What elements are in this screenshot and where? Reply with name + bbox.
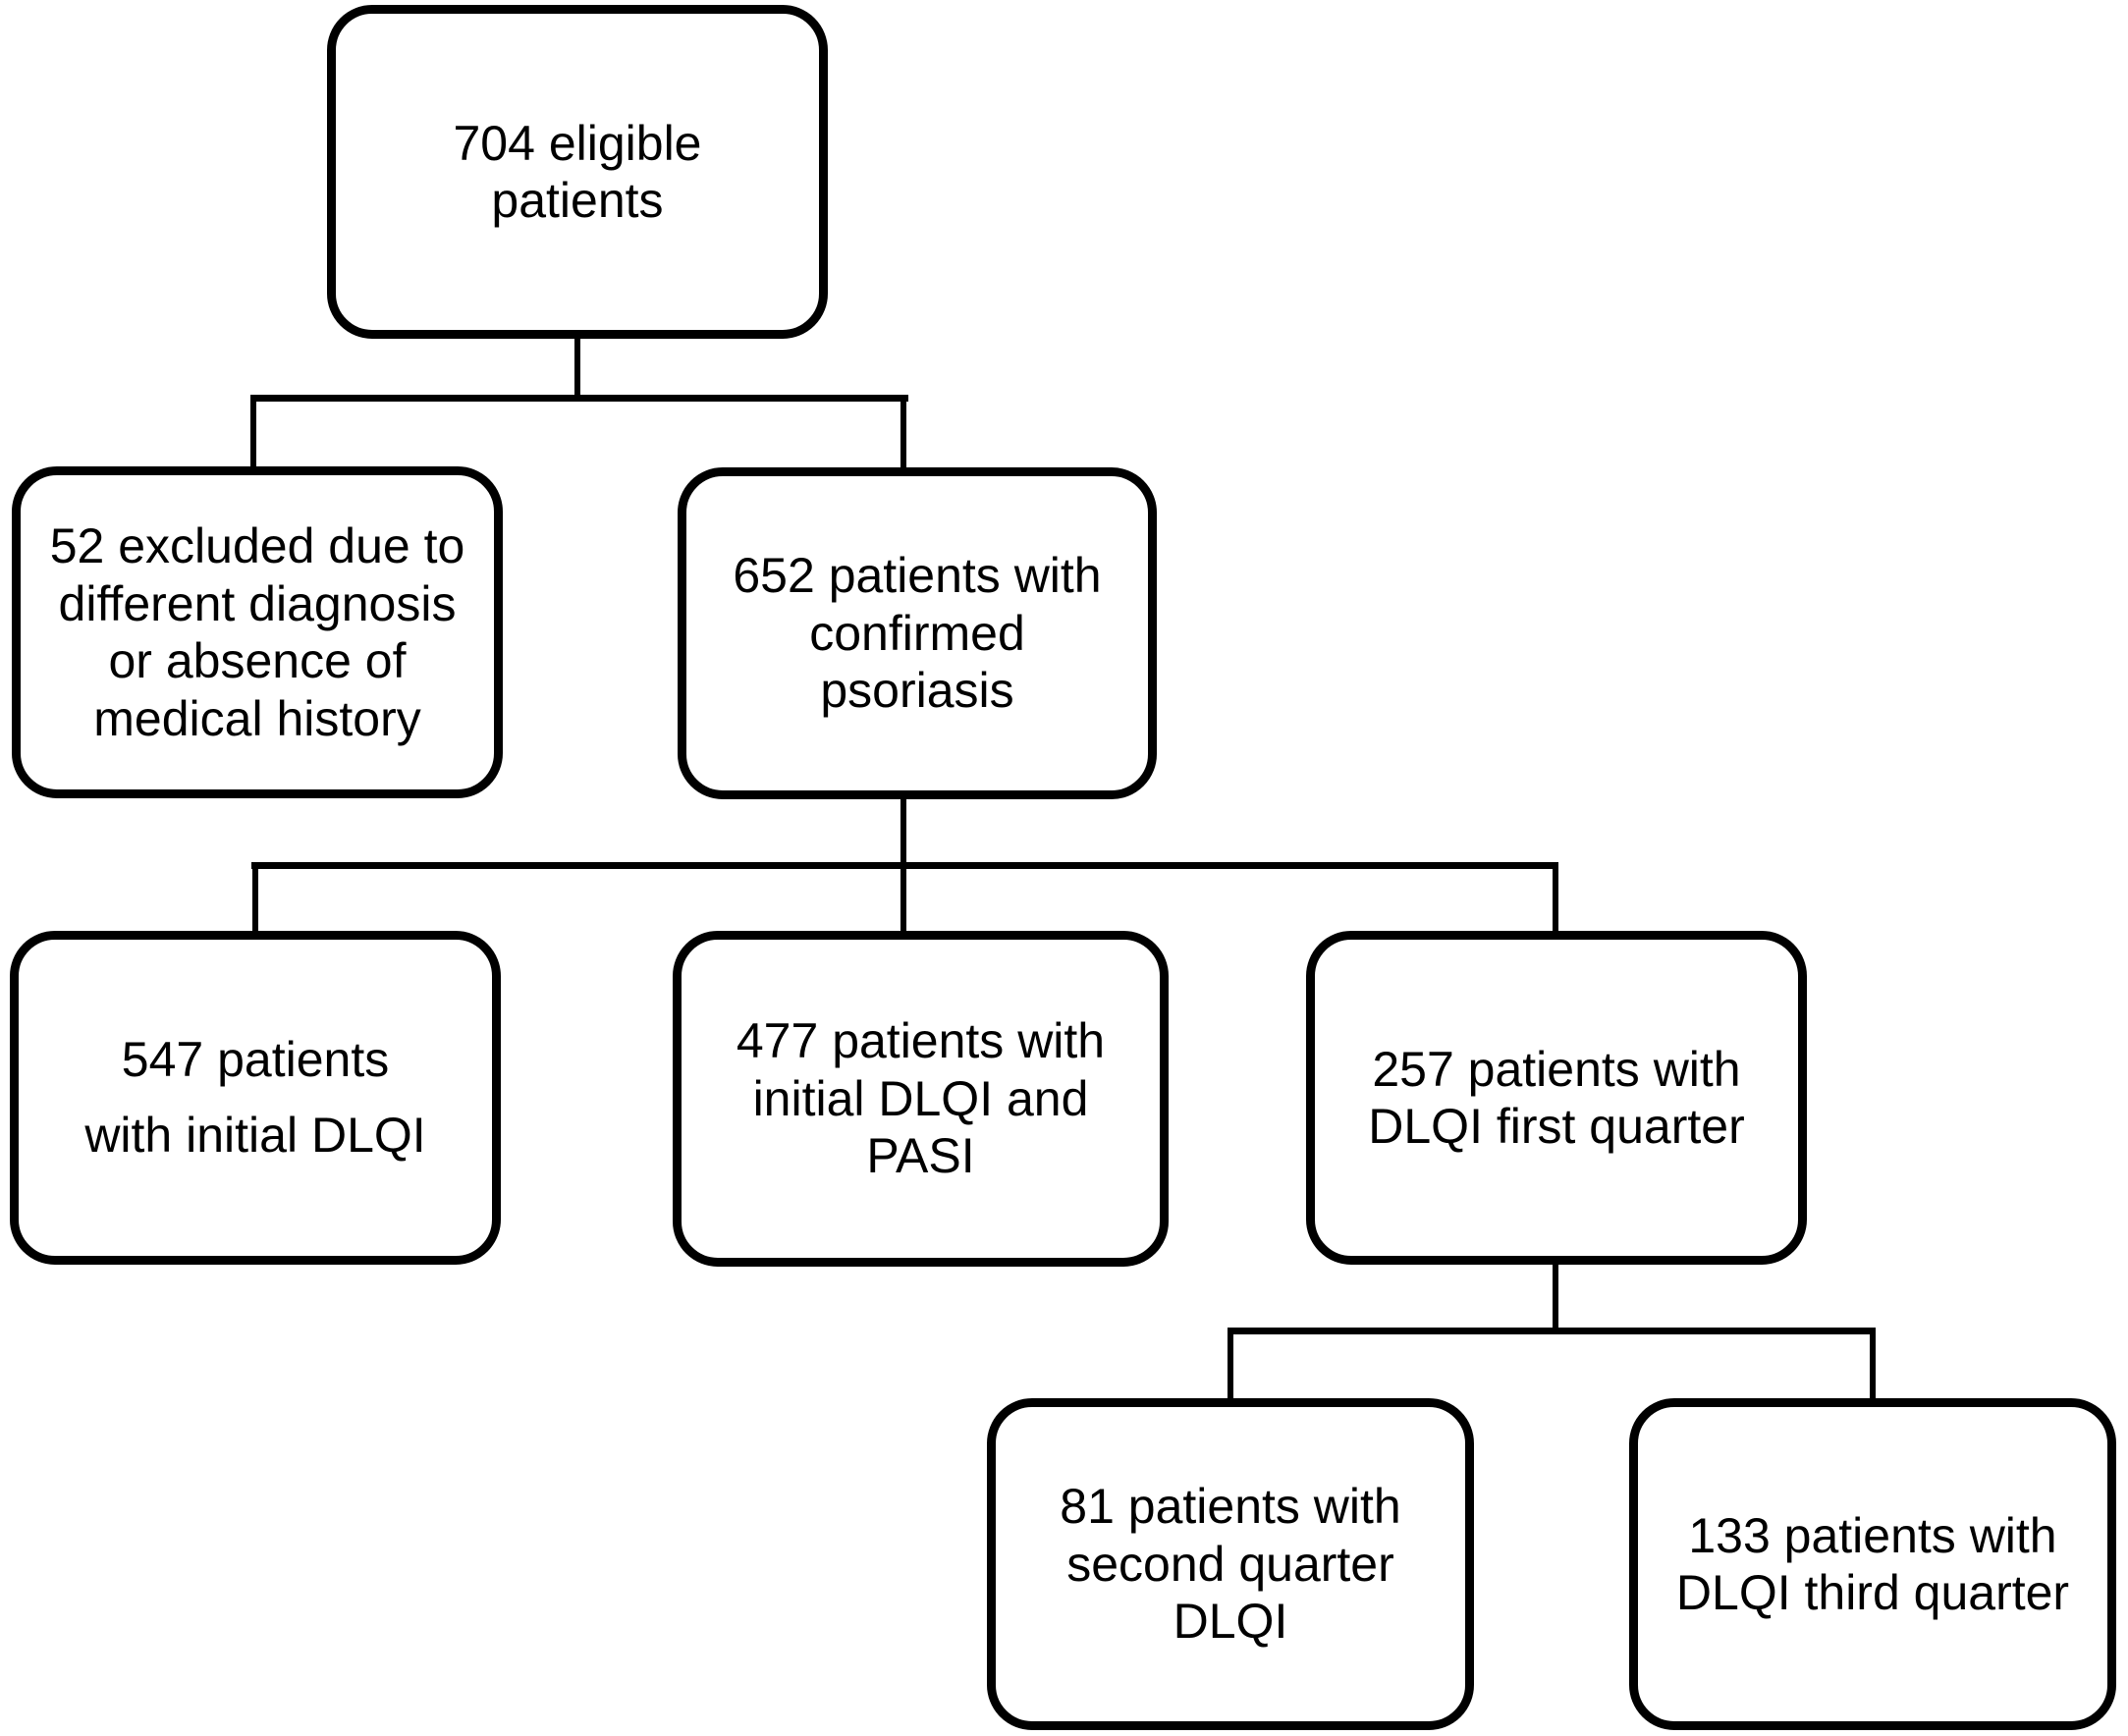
flow-box-dlqi-first-quarter-label: 257 patients with DLQI first quarter: [1368, 1041, 1745, 1155]
flow-box-initial-dlqi-pasi: 477 patients with initial DLQI and PASI: [673, 931, 1169, 1267]
flow-box-initial-dlqi-label: 547 patients with initial DLQI: [84, 1031, 426, 1164]
flow-box-dlqi-first-quarter: 257 patients with DLQI first quarter: [1306, 931, 1807, 1265]
flow-box-confirmed-psoriasis-label: 652 patients with confirmed psoriasis: [733, 548, 1102, 719]
flow-box-excluded: 52 excluded due to different diagnosis o…: [12, 466, 503, 798]
connector-dlqi-second-quarter-drop: [1228, 1328, 1233, 1402]
connector-dlqi-third-quarter-drop: [1870, 1328, 1876, 1402]
flow-box-eligible: 704 eligible patients: [327, 5, 828, 339]
connector-confirmed-drop: [900, 395, 906, 471]
connector-dlqi-first-quarter-drop: [1553, 862, 1558, 935]
flow-box-initial-dlqi-pasi-label: 477 patients with initial DLQI and PASI: [736, 1013, 1106, 1184]
connector-initial-dlqi-drop: [252, 862, 258, 935]
flow-box-excluded-label: 52 excluded due to different diagnosis o…: [49, 518, 465, 746]
flow-box-dlqi-second-quarter: 81 patients with second quarter DLQI: [987, 1398, 1474, 1730]
connector-dlqi-first-quarter-stem: [1553, 1261, 1558, 1333]
connector-row4-horizontal: [1228, 1328, 1876, 1334]
connector-row2-horizontal: [250, 395, 908, 402]
flow-box-dlqi-third-quarter-label: 133 patients with DLQI third quarter: [1675, 1507, 2070, 1621]
flow-box-dlqi-second-quarter-label: 81 patients with second quarter DLQI: [1060, 1479, 1401, 1650]
flow-box-initial-dlqi: 547 patients with initial DLQI: [10, 931, 501, 1265]
connector-excluded-drop: [250, 395, 256, 471]
connector-confirmed-stem: [900, 795, 906, 868]
connector-initial-dlqi-pasi-drop: [900, 862, 906, 935]
connector-eligible-stem: [574, 334, 580, 401]
flow-box-eligible-label: 704 eligible patients: [453, 115, 702, 229]
flow-box-dlqi-third-quarter: 133 patients with DLQI third quarter: [1629, 1398, 2116, 1730]
flow-box-confirmed-psoriasis: 652 patients with confirmed psoriasis: [678, 467, 1157, 799]
